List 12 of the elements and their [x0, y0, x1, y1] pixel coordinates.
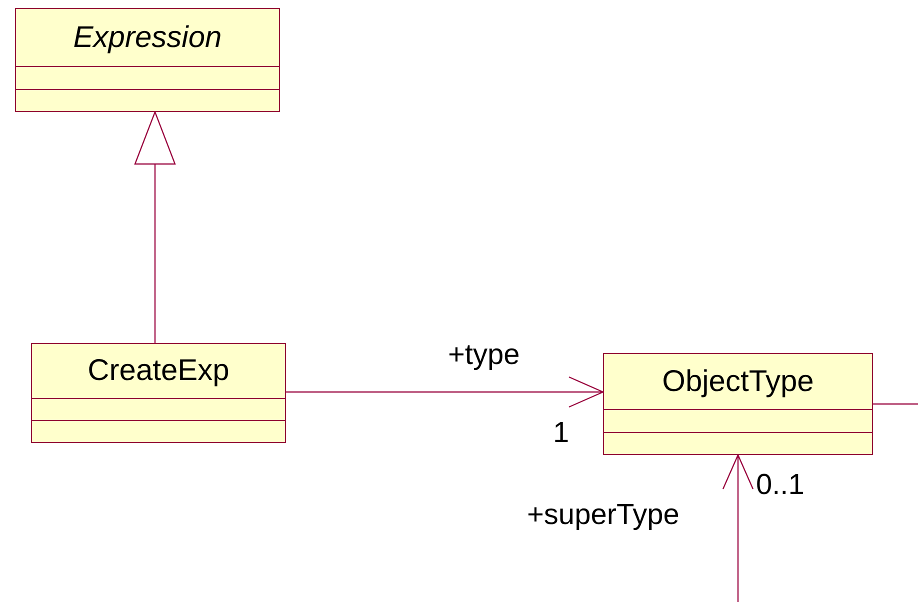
- class-box: [31, 343, 286, 443]
- generalization-arrow: [134, 111, 176, 343]
- multiplicity-label: 0..1: [756, 470, 804, 502]
- association-line: [286, 376, 604, 408]
- class-name: ObjectType: [662, 364, 814, 398]
- association-line: [722, 454, 754, 602]
- class-name: Expression: [73, 20, 222, 54]
- association-line: [873, 403, 918, 405]
- class-box: [15, 8, 280, 112]
- class-name: CreateExp: [88, 354, 230, 388]
- class-box: [603, 353, 873, 455]
- multiplicity-label: 1: [553, 418, 570, 450]
